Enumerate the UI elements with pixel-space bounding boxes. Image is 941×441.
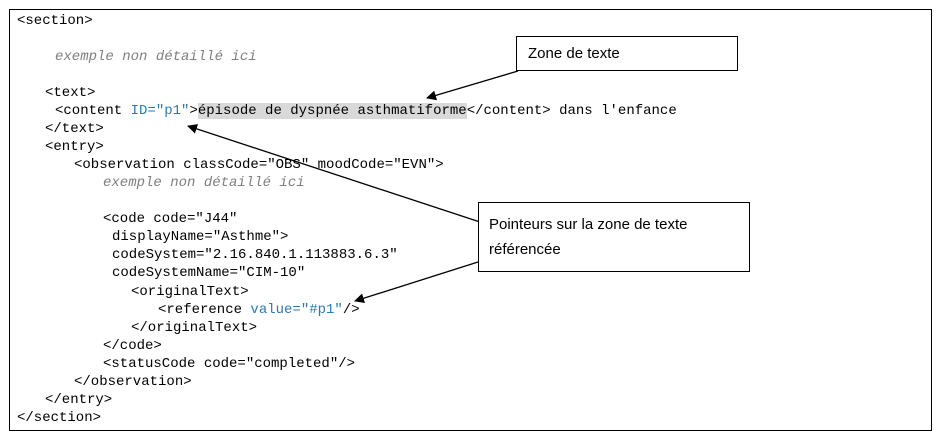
observation-open-line: <observation classCode="OBS" moodCode="E… [74,157,444,173]
text-close-line: </text> [45,121,104,137]
display-name-line: displayName="Asthme"> [112,229,289,245]
entry-close-line: </entry> [45,392,113,408]
section-open-line: <section> [17,13,93,29]
comment-line-1: exemple non détaillé ici [55,49,257,65]
section-close-line: </section> [17,410,102,426]
arrow-to-content-id [187,124,481,223]
content-id-attribute: ID="p1" [130,103,190,119]
status-code-line: <statusCode code="completed"/> [103,356,356,372]
original-text-open-line: <originalText> [131,284,249,300]
comment-line-2: exemple non détaillé ici [103,175,305,191]
reference-open-tag: <reference [158,302,251,318]
highlighted-text-zone: épisode de dyspnée asthmatiforme [197,103,467,119]
entry-open-line: <entry> [45,139,104,155]
code-system-name-line: codeSystemName="CIM-10" [112,265,306,281]
code-frame [9,9,932,431]
content-line: <content ID="p1">épisode de dyspnée asth… [55,102,677,120]
observation-close-line: </observation> [74,374,192,390]
text-zone-callout: Zone de texte [516,36,738,71]
pointers-callout-line-1: Pointeurs sur la zone de texte [489,216,688,233]
reference-line: <reference value="#p1"/> [158,301,360,319]
arrow-to-reference-value [354,261,479,304]
reference-close-tag: /> [342,302,360,318]
original-text-close-line: </originalText> [131,320,258,336]
code-open-line: <code code="J44" [103,211,238,227]
code-system-line: codeSystem="2.16.840.1.113883.6.3" [112,247,398,263]
content-tag-bracket: > [189,103,198,119]
pointers-callout-line-2: référencée [489,241,561,258]
text-zone-callout-label: Zone de texte [528,45,620,62]
arrow-text-zone [426,70,519,101]
code-close-line: </code> [103,338,162,354]
content-close-tail: </content> dans l'enfance [466,103,677,119]
content-open-tag: <content [55,103,131,119]
pointers-callout: Pointeurs sur la zone de texte référencé… [478,202,750,272]
reference-value-attribute: value="#p1" [250,302,343,318]
text-open-line: <text> [45,85,96,101]
